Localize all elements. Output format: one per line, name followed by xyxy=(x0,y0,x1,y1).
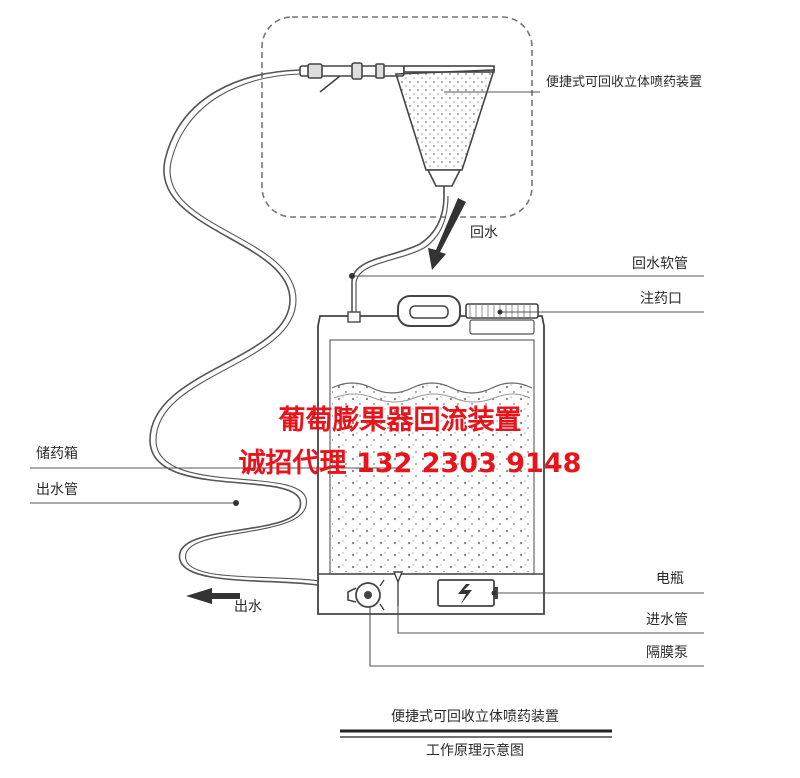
caption-title: 便捷式可回收立体喷药装置 xyxy=(391,709,559,725)
outlet-arrow xyxy=(186,588,240,604)
label-inlet-pipe: 进水管 xyxy=(646,612,688,628)
label-outlet-arrow: 出水 xyxy=(234,599,262,615)
leader-inlet-pipe xyxy=(397,606,704,634)
battery xyxy=(437,579,498,607)
label-battery: 电瓶 xyxy=(656,571,684,587)
caption-subtitle: 工作原理示意图 xyxy=(426,743,524,759)
overlay-line-1: 葡萄膨果器回流装置 xyxy=(278,405,522,436)
label-fill-port: 注药口 xyxy=(640,291,682,307)
outlet-hose-loop xyxy=(149,69,341,591)
spray-wand xyxy=(299,62,495,93)
label-pump: 隔膜泵 xyxy=(646,645,688,661)
label-outlet-hose: 出水管 xyxy=(36,482,78,498)
leader-pump xyxy=(369,607,704,667)
label-return-hose: 回水软管 xyxy=(632,256,688,272)
return-arrow xyxy=(428,198,466,270)
diaphragm-pump xyxy=(347,579,385,611)
label-device: 便捷式可回收立体喷药装置 xyxy=(546,75,703,90)
return-hose-line xyxy=(351,195,445,316)
label-return-arrow: 回水 xyxy=(470,225,498,241)
collector-funnel xyxy=(394,69,496,196)
sprayer-enclosure xyxy=(261,16,533,218)
inlet-pipe xyxy=(392,571,404,606)
medicine-tank xyxy=(317,315,545,615)
label-tank: 储药箱 xyxy=(36,446,78,462)
overlay-line-2: 诚招代理 132 2303 9148 xyxy=(238,448,582,479)
tank-handle xyxy=(397,295,461,327)
